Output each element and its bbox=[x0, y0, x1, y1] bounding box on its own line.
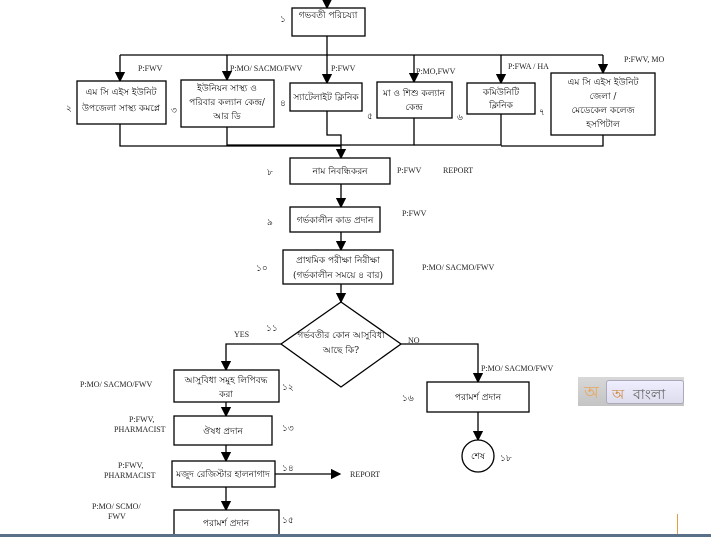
svg-text:P:FWV: P:FWV bbox=[397, 166, 422, 175]
svg-text:নাম নিবন্ধিকরন: নাম নিবন্ধিকরন bbox=[311, 166, 368, 177]
svg-text:১৮: ১৮ bbox=[500, 454, 512, 464]
bangla-letter-icon: অ bbox=[612, 387, 625, 403]
svg-text:২: ২ bbox=[66, 104, 72, 114]
connectors bbox=[114, 0, 609, 512]
svg-text:PHARMACIST: PHARMACIST bbox=[114, 425, 166, 434]
svg-text:১: ১ bbox=[280, 15, 286, 25]
node-10: প্রাথমিক পরীক্ষা নিরীক্ষা (গর্ভকালীন সময… bbox=[256, 249, 494, 285]
divider bbox=[677, 514, 678, 534]
svg-text:৬: ৬ bbox=[457, 113, 463, 123]
svg-text:REPORT: REPORT bbox=[350, 470, 380, 479]
svg-text:(গর্ভকালীন সময়ে ৪ বার): (গর্ভকালীন সময়ে ৪ বার) bbox=[293, 269, 383, 281]
svg-text:৫: ৫ bbox=[367, 112, 373, 122]
svg-text:গভবতী পরিচয্যা: গভবতী পরিচয্যা bbox=[299, 9, 358, 21]
svg-text:গর্ভবতীর কোন আসুবিধা: গর্ভবতীর কোন আসুবিধা bbox=[297, 329, 385, 341]
node-6: কমিউনিটি ক্লিনিক ৬ P:FWA / HA bbox=[457, 62, 549, 123]
svg-text:পরিবার কল্যান কেন্দ্র/: পরিবার কল্যান কেন্দ্র/ bbox=[189, 97, 266, 108]
svg-text:শেষ: শেষ bbox=[471, 452, 486, 462]
svg-text:এম সি এইস ইউনিট: এম সি এইস ইউনিট bbox=[568, 76, 640, 88]
svg-text:স্যাটেলাইট ক্লিনিক: স্যাটেলাইট ক্লিনিক bbox=[292, 91, 359, 103]
svg-text:ক্লিনিক: ক্লিনিক bbox=[488, 100, 514, 111]
svg-text:মেডেকেল কলেজ: মেডেকেল কলেজ bbox=[571, 106, 635, 116]
svg-text:P:FWV, MO: P:FWV, MO bbox=[624, 55, 665, 64]
node-2: এম সি এইস ইউনিট উপজেলা সাস্থ্য কমপ্লে ২ … bbox=[66, 64, 167, 125]
svg-text:P:FWV: P:FWV bbox=[402, 209, 427, 218]
svg-text:পরামর্শ প্রদান: পরামর্শ প্রদান bbox=[455, 392, 502, 403]
svg-text:৯: ৯ bbox=[267, 218, 273, 228]
node-5: মা ও শিশু কল্যান কেন্দ্র ৫ P:MO,FWV bbox=[367, 67, 456, 122]
svg-text:গর্ভকালীন কাড প্রদান: গর্ভকালীন কাড প্রদান bbox=[297, 214, 374, 226]
svg-text:৭: ৭ bbox=[539, 108, 545, 118]
svg-text:P:FWA / HA: P:FWA / HA bbox=[508, 62, 549, 71]
node-4: স্যাটেলাইট ক্লিনিক ৪ P:FWV bbox=[280, 64, 363, 112]
node-3: ইউনিয়ন সাস্থ্য ও পরিবার কল্যান কেন্দ্র/… bbox=[171, 64, 302, 128]
svg-text:ঔষধ প্রদান: ঔষধ প্রদান bbox=[203, 426, 243, 437]
svg-text:৮: ৮ bbox=[267, 168, 273, 178]
node-13: ঔষধ প্রদান ১৩ P:FWV, PHARMACIST bbox=[114, 415, 294, 446]
node-15: পরামর্শ প্রদান ১৫ P:MO/ SCMO/ FWV bbox=[92, 502, 294, 537]
svg-text:মা ও শিশু কল্যান: মা ও শিশু কল্যান bbox=[382, 88, 446, 99]
svg-text:করা: করা bbox=[218, 390, 233, 400]
node-12: আসুবিধা সমুহ লিপিবদ্ধ করা ১২ P:MO/ SACMO… bbox=[80, 369, 294, 403]
node-9: গর্ভকালীন কাড প্রদান ৯ P:FWV bbox=[267, 206, 427, 233]
svg-text:P:MO/ SCMO/: P:MO/ SCMO/ bbox=[92, 502, 141, 511]
svg-text:P:FWV,: P:FWV, bbox=[118, 461, 143, 470]
node-16: পরামর্শ প্রদান ১৬ P:MO/ SACMO/FWV bbox=[402, 364, 553, 413]
end-node-18: শেষ ১৮ bbox=[461, 439, 512, 473]
node-14: মজুদ রেজিস্টার হালনাগাদ ১৪ P:FWV, PHARMA… bbox=[104, 460, 380, 488]
svg-text:P:MO/ SACMO/FWV: P:MO/ SACMO/FWV bbox=[80, 380, 152, 389]
svg-text:এম সি এইস ইউনিট: এম সি এইস ইউনিট bbox=[86, 86, 158, 98]
svg-text:আসুবিধা সমুহ লিপিবদ্ধ: আসুবিধা সমুহ লিপিবদ্ধ bbox=[184, 375, 268, 386]
svg-text:NO: NO bbox=[408, 336, 420, 345]
svg-text:১৪: ১৪ bbox=[282, 464, 294, 474]
ime-logo-icon: অ bbox=[584, 383, 599, 403]
language-switch-button[interactable]: অ বাংলা bbox=[606, 380, 684, 404]
svg-text:REPORT: REPORT bbox=[443, 166, 473, 175]
svg-text:পরামর্শ প্রদান: পরামর্শ প্রদান bbox=[203, 518, 250, 529]
svg-text:১৬: ১৬ bbox=[402, 394, 414, 404]
svg-text:১৩: ১৩ bbox=[282, 424, 294, 434]
language-label: বাংলা bbox=[633, 387, 666, 403]
svg-text:৩: ৩ bbox=[171, 106, 177, 116]
decision-node-11: গর্ভবতীর কোন আসুবিধা আছে কি? ১১ YES NO bbox=[234, 301, 420, 388]
svg-text:P:MO/ SACMO/FWV: P:MO/ SACMO/FWV bbox=[422, 263, 494, 272]
node-7: এম সি এইস ইউনিট জেলা / মেডেকেল কলেজ হসপি… bbox=[539, 55, 665, 136]
svg-text:PHARMACIST: PHARMACIST bbox=[104, 471, 156, 480]
node-1: গভবতী পরিচয্যা ১ bbox=[280, 7, 366, 37]
svg-text:P:MO/ SACMO/FWV: P:MO/ SACMO/FWV bbox=[481, 364, 553, 373]
svg-text:ইউনিয়ন সাস্থ্য ও: ইউনিয়ন সাস্থ্য ও bbox=[196, 82, 257, 94]
node-8: নাম নিবন্ধিকরন ৮ P:FWV REPORT bbox=[267, 157, 473, 185]
svg-text:P:FWV,: P:FWV, bbox=[129, 415, 154, 424]
svg-text:৪: ৪ bbox=[280, 99, 286, 109]
svg-text:কেন্দ্র: কেন্দ্র bbox=[405, 103, 423, 113]
svg-text:মজুদ রেজিস্টার হালনাগাদ: মজুদ রেজিস্টার হালনাগাদ bbox=[175, 468, 270, 480]
bottom-border bbox=[0, 534, 711, 537]
svg-text:১২: ১২ bbox=[282, 383, 294, 393]
svg-text:FWV: FWV bbox=[108, 512, 126, 521]
svg-text:হসপিটাল: হসপিটাল bbox=[585, 118, 620, 130]
svg-text:প্রাথমিক পরীক্ষা নিরীক্ষা: প্রাথমিক পরীক্ষা নিরীক্ষা bbox=[296, 254, 380, 266]
svg-text:YES: YES bbox=[234, 330, 249, 339]
svg-text:কমিউনিটি: কমিউনিটি bbox=[482, 86, 520, 98]
svg-text:P:MO,FWV: P:MO,FWV bbox=[416, 67, 456, 76]
svg-text:উপজেলা সাস্থ্য কমপ্লে: উপজেলা সাস্থ্য কমপ্লে bbox=[81, 102, 161, 114]
svg-text:১০: ১০ bbox=[256, 264, 268, 274]
svg-text:১৫: ১৫ bbox=[282, 516, 294, 526]
language-toolbar: অ অ বাংলা bbox=[578, 377, 684, 406]
svg-text:আছে কি?: আছে কি? bbox=[322, 345, 359, 356]
svg-text:P:FWV: P:FWV bbox=[138, 64, 163, 73]
svg-text:জেলা /: জেলা / bbox=[590, 92, 618, 102]
svg-text:P:FWV: P:FWV bbox=[331, 64, 356, 73]
svg-text:১১: ১১ bbox=[266, 324, 278, 334]
svg-text:আর ডি: আর ডি bbox=[212, 111, 241, 122]
svg-text:P:MO/ SACMO/FWV: P:MO/ SACMO/FWV bbox=[230, 64, 302, 73]
